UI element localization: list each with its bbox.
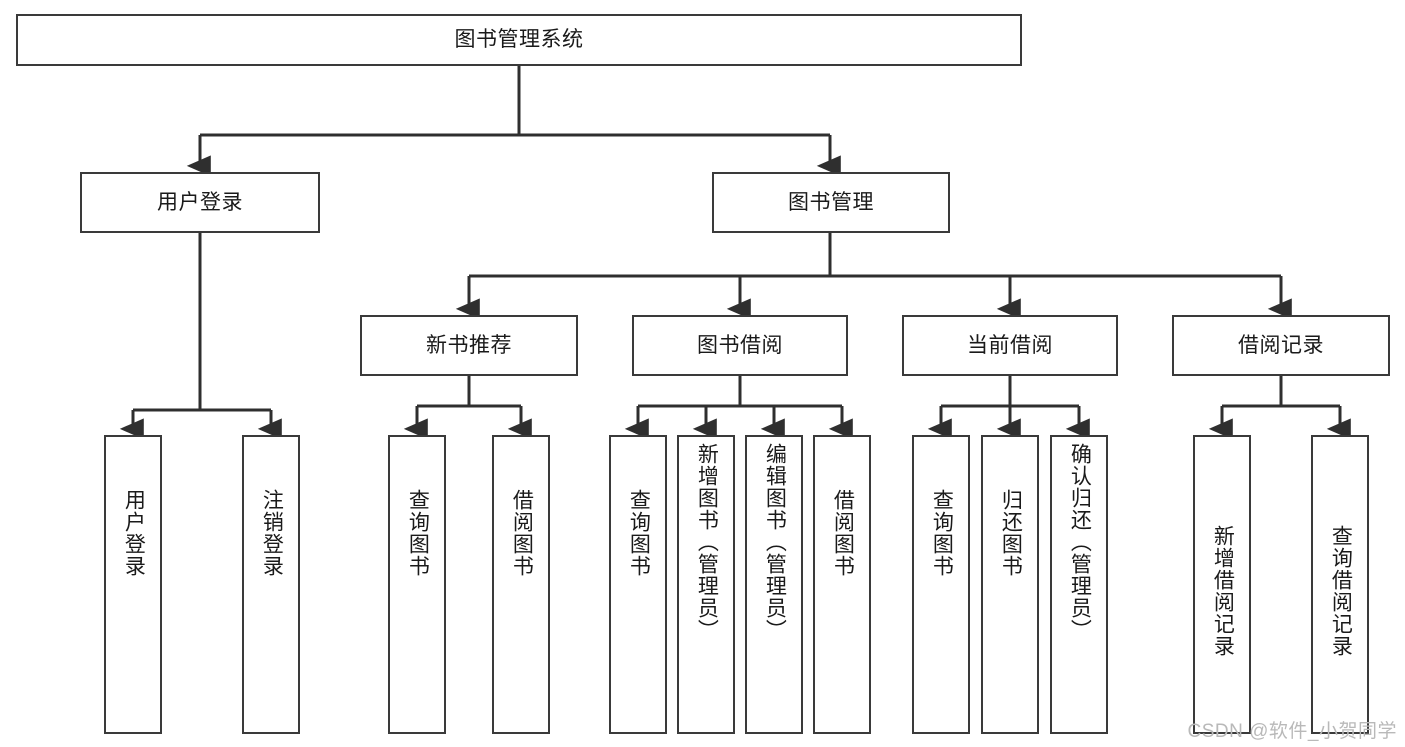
leaf-return-books[interactable]: 归还图书 xyxy=(981,435,1039,734)
node-label: 编辑图书（管理员） xyxy=(763,443,787,641)
node-label: 查询图书 xyxy=(406,489,430,577)
node-label: 查询图书 xyxy=(930,489,954,577)
leaf-query-books-current[interactable]: 查询图书 xyxy=(912,435,970,734)
leaf-user-login[interactable]: 用户登录 xyxy=(104,435,162,734)
connector-group-new-books xyxy=(403,376,532,440)
node-label: 借阅图书 xyxy=(831,489,855,577)
node-label: 新增图书（管理员） xyxy=(695,443,719,641)
leaf-logout[interactable]: 注销登录 xyxy=(242,435,300,734)
connector-group-borrow xyxy=(624,376,853,440)
leaf-borrow-books[interactable]: 借阅图书 xyxy=(813,435,871,734)
leaf-edit-book-admin[interactable]: 编辑图书（管理员） xyxy=(745,435,803,734)
node-book-management[interactable]: 图书管理 xyxy=(712,172,950,233)
node-label: 借阅记录 xyxy=(1238,333,1324,357)
leaf-query-borrowing-record[interactable]: 查询借阅记录 xyxy=(1311,435,1369,734)
node-label: 新增借阅记录 xyxy=(1211,525,1235,657)
node-label: 用户登录 xyxy=(157,190,243,214)
node-label: 借阅图书 xyxy=(510,489,534,577)
connector-group-book-manage xyxy=(455,233,1292,320)
node-label: 查询借阅记录 xyxy=(1329,525,1353,657)
connector-group-user-login xyxy=(119,233,282,440)
node-label: 查询图书 xyxy=(627,489,651,577)
connector-group-records xyxy=(1208,376,1351,440)
node-current-borrowing[interactable]: 当前借阅 xyxy=(902,315,1118,376)
node-label: 图书管理 xyxy=(788,190,874,214)
node-label: 归还图书 xyxy=(999,489,1023,577)
node-label: 注销登录 xyxy=(260,489,284,577)
node-new-book-recommendation[interactable]: 新书推荐 xyxy=(360,315,578,376)
leaf-add-book-admin[interactable]: 新增图书（管理员） xyxy=(677,435,735,734)
leaf-query-books-recommendation[interactable]: 查询图书 xyxy=(388,435,446,734)
connector-group-root xyxy=(186,66,841,177)
leaf-add-borrowing-record[interactable]: 新增借阅记录 xyxy=(1193,435,1251,734)
leaf-confirm-return-admin[interactable]: 确认归还（管理员） xyxy=(1050,435,1108,734)
watermark-text: CSDN @软件_小贺同学 xyxy=(1187,721,1397,742)
leaf-borrow-books-recommendation[interactable]: 借阅图书 xyxy=(492,435,550,734)
node-label: 用户登录 xyxy=(122,489,146,577)
node-user-login[interactable]: 用户登录 xyxy=(80,172,320,233)
node-label: 确认归还（管理员） xyxy=(1068,443,1092,641)
node-label: 图书管理系统 xyxy=(454,28,584,52)
connector-group-current-borrow xyxy=(927,376,1090,440)
node-book-borrowing[interactable]: 图书借阅 xyxy=(632,315,848,376)
node-root-book-management-system[interactable]: 图书管理系统 xyxy=(16,14,1022,66)
node-borrowing-records[interactable]: 借阅记录 xyxy=(1172,315,1390,376)
node-label: 图书借阅 xyxy=(697,333,783,357)
node-label: 当前借阅 xyxy=(967,333,1053,357)
node-label: 新书推荐 xyxy=(426,333,512,357)
leaf-query-books-borrowing[interactable]: 查询图书 xyxy=(609,435,667,734)
